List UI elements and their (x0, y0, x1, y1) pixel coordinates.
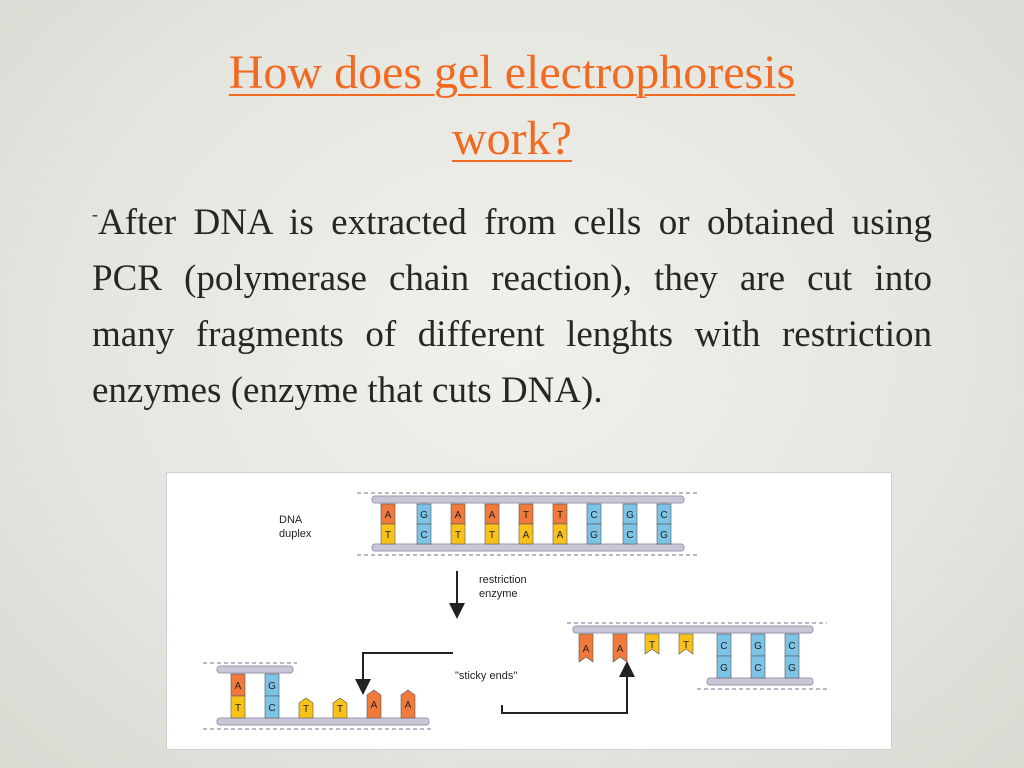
base-letter: G (788, 663, 796, 674)
single-base: T (298, 697, 314, 719)
base-pair: CG (716, 633, 732, 679)
base-pair: GC (750, 633, 766, 679)
base-letter: C (626, 530, 633, 541)
single-base: T (678, 633, 694, 655)
sticky-ends-label: "sticky ends" (455, 670, 517, 682)
base-pair: GC (264, 673, 280, 719)
base-pair: AT (230, 673, 246, 719)
base-letter: A (489, 510, 496, 521)
base-letter: T (489, 530, 495, 541)
base-pair: AT (450, 503, 466, 545)
base-letter: T (649, 640, 655, 651)
base-letter: A (583, 644, 590, 655)
base-letter: T (557, 510, 563, 521)
base-letter: G (590, 530, 598, 541)
base-letter: C (420, 530, 427, 541)
base-letter: T (337, 704, 343, 715)
base-letter: G (626, 510, 634, 521)
base-letter: A (617, 644, 624, 655)
bullet-text: After DNA is extracted from cells or obt… (92, 202, 932, 411)
base-letter: C (754, 663, 761, 674)
base-pair: GC (622, 503, 638, 545)
base-letter: T (455, 530, 461, 541)
base-pair: AT (380, 503, 396, 545)
base-letter: T (385, 530, 391, 541)
title-line-1: How does gel electrophoresis (228, 46, 796, 99)
restriction-enzyme-diagram: DNA duplex restriction enzyme "sticky en… (166, 472, 892, 750)
base-letter: T (235, 703, 241, 714)
base-pair: CG (784, 633, 800, 679)
base-letter: A (371, 700, 378, 711)
single-base: T (332, 697, 348, 719)
base-letter: G (720, 663, 728, 674)
base-letter: A (405, 700, 412, 711)
base-letter: T (303, 704, 309, 715)
base-letter: A (557, 530, 564, 541)
connector-left-line (362, 652, 453, 683)
single-base: A (578, 633, 594, 663)
base-pair: TA (518, 503, 534, 545)
base-letter: G (754, 641, 762, 652)
base-letter: C (720, 641, 727, 652)
base-letter: C (268, 703, 275, 714)
base-letter: C (590, 510, 597, 521)
base-letter: T (683, 640, 689, 651)
base-letter: A (523, 530, 530, 541)
title-line-2: work? (452, 112, 572, 165)
base-letter: G (268, 681, 276, 692)
base-letter: A (385, 510, 392, 521)
base-pair: GC (416, 503, 432, 545)
bullet-paragraph: -After DNA is extracted from cells or ob… (92, 186, 932, 419)
enzyme-label-line-1: restriction (479, 574, 527, 586)
base-letter: A (235, 681, 242, 692)
single-base: A (366, 689, 382, 719)
connector-right-line (501, 673, 628, 714)
dna-label-line-1: DNA (279, 514, 303, 526)
base-letter: G (660, 530, 668, 541)
base-letter: T (523, 510, 529, 521)
slide-title: How does gel electrophoresis work? (0, 40, 1024, 172)
base-pair: CG (656, 503, 672, 545)
base-letter: C (788, 641, 795, 652)
single-base: T (644, 633, 660, 655)
base-pair: AT (484, 503, 500, 545)
single-base: A (400, 689, 416, 719)
base-letter: C (660, 510, 667, 521)
base-pair: CG (586, 503, 602, 545)
diagram-svg: DNA duplex restriction enzyme "sticky en… (203, 492, 827, 730)
enzyme-label-line-2: enzyme (479, 588, 518, 600)
base-letter: A (455, 510, 462, 521)
single-base: A (612, 633, 628, 663)
dna-label-line-2: duplex (279, 528, 312, 540)
bullet-dash: - (92, 204, 98, 224)
base-pair: TA (552, 503, 568, 545)
base-letter: G (420, 510, 428, 521)
